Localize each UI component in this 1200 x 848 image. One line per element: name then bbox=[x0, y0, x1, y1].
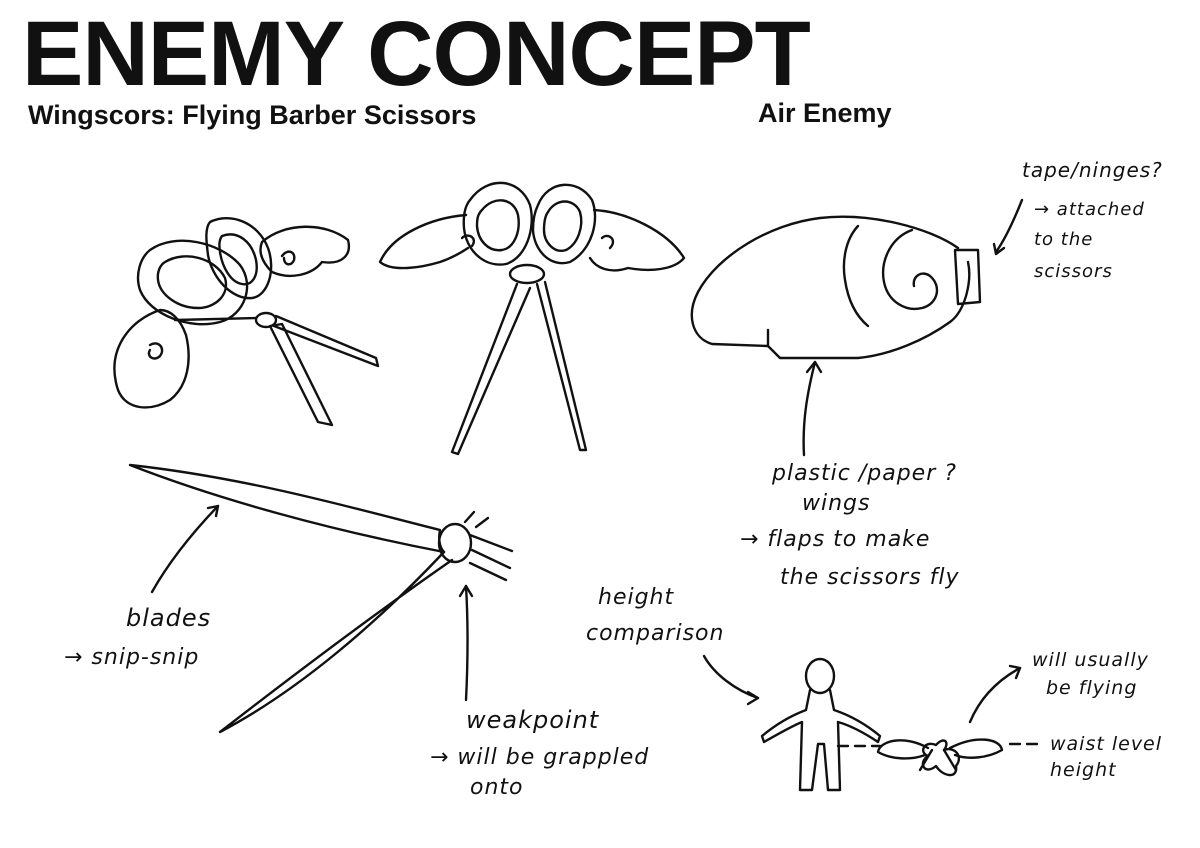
blades-label-note: blades bbox=[126, 604, 212, 632]
flying-arrow bbox=[968, 666, 1022, 724]
hinge-detail-note-1: → attached bbox=[1034, 199, 1145, 220]
weakpoint-arrow bbox=[464, 584, 469, 702]
blades-arrow bbox=[150, 504, 220, 594]
wings-detail-note-2: the scissors fly bbox=[780, 565, 960, 590]
flying-note-1: will usually bbox=[1032, 649, 1149, 671]
weakpoint-label-note: weakpoint bbox=[466, 706, 600, 734]
annotation-arrows bbox=[150, 198, 1024, 724]
weakpoint-detail-note-2: onto bbox=[470, 775, 524, 800]
waist-note-1: waist level bbox=[1050, 733, 1163, 755]
height-label-note-2: comparison bbox=[586, 621, 725, 646]
wings-arrow bbox=[802, 360, 817, 457]
page-title: ENEMY CONCEPT bbox=[22, 3, 811, 105]
wings-label-note: wings bbox=[802, 491, 871, 516]
hinge-arrow bbox=[994, 198, 1024, 254]
flying-note-2: be flying bbox=[1046, 677, 1138, 699]
wing-closeup-sketch bbox=[690, 215, 982, 360]
weakpoint-detail-note-1: → will be grappled bbox=[430, 745, 650, 770]
enemy-category: Air Enemy bbox=[758, 98, 892, 128]
wings-question-note: plastic /paper ? bbox=[772, 461, 957, 486]
blades-detail-note: → snip-snip bbox=[64, 645, 200, 670]
hinge-detail-note-2: to the bbox=[1034, 229, 1094, 250]
enemy-subtitle: Wingscors: Flying Barber Scissors bbox=[28, 100, 477, 130]
wings-detail-note-1: → flaps to make bbox=[740, 527, 931, 552]
height-arrow bbox=[702, 654, 760, 700]
scissors-front-sketch bbox=[378, 181, 686, 456]
hinge-question-note: tape/ninges? bbox=[1022, 158, 1163, 182]
waist-note-2: height bbox=[1050, 759, 1117, 781]
height-label-note-1: height bbox=[598, 585, 675, 610]
blades-closeup-sketch bbox=[128, 463, 514, 734]
hinge-detail-note-3: scissors bbox=[1034, 261, 1113, 282]
scissors-tilted-sketch bbox=[113, 217, 380, 427]
height-comparison-sketch bbox=[760, 657, 1044, 792]
